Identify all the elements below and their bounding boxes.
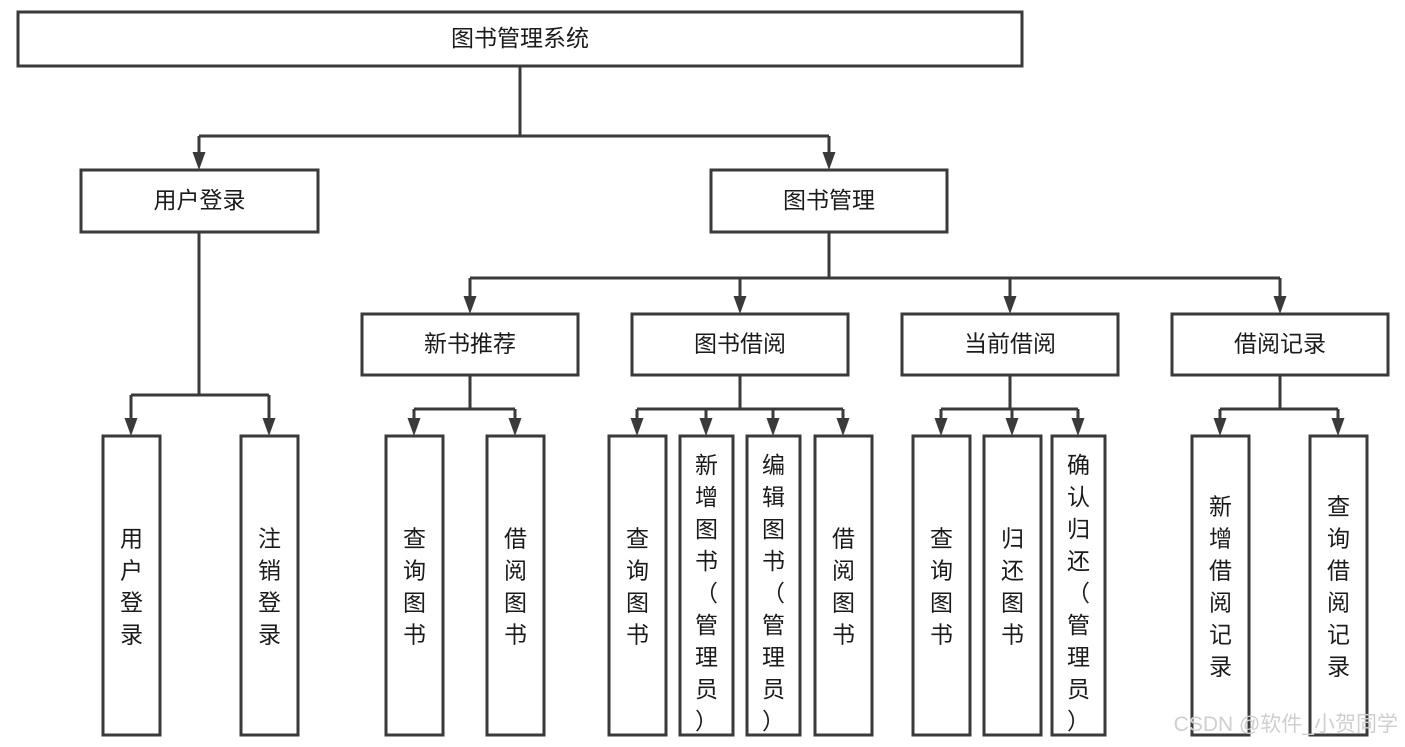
node-box-user-login <box>79 168 320 234</box>
node-new-book-recommend[interactable]: 新书推荐 <box>360 312 580 377</box>
node-box-leaf-return-book <box>982 434 1043 737</box>
node-label-book-borrow: 图书借阅 <box>694 331 786 357</box>
node-leaf-add-book-admin[interactable]: 新增图书（管理员） <box>678 434 735 737</box>
node-root[interactable]: 图书管理系统 <box>16 10 1024 68</box>
node-label-leaf-confirm-return-admin: 确认归还（管理员） <box>1067 452 1090 734</box>
node-label-user-login: 用户登录 <box>154 187 246 213</box>
node-box-leaf-user-login <box>101 434 162 737</box>
edge-group-new-book-recommend-children <box>407 375 522 436</box>
node-box-new-book-recommend <box>360 312 580 377</box>
edges-layer <box>124 66 1345 436</box>
node-box-book-manage <box>709 168 949 234</box>
node-box-leaf-query-borrow-record <box>1308 434 1369 737</box>
node-box-leaf-edit-book-admin <box>745 434 802 737</box>
node-box-borrow-record <box>1170 312 1390 377</box>
node-leaf-query-borrow-record[interactable]: 查询借阅记录 <box>1308 434 1369 737</box>
node-label-current-borrow: 当前借阅 <box>964 331 1056 357</box>
node-box-leaf-borrow-book-2 <box>813 434 874 737</box>
node-box-current-borrow <box>900 312 1120 377</box>
node-label-root: 图书管理系统 <box>451 25 589 51</box>
edge-group-book-manage-children <box>463 232 1287 314</box>
node-box-leaf-query-book-1 <box>384 434 445 737</box>
edge-group-book-borrow-children <box>630 375 850 436</box>
csdn-watermark: CSDN @软件_小贺同学 <box>1174 713 1398 736</box>
node-box-leaf-query-book-3 <box>911 434 972 737</box>
node-label-leaf-user-login: 用户登录 <box>120 525 143 647</box>
node-box-leaf-logout <box>239 434 300 737</box>
node-label-leaf-add-borrow-record: 新增借阅记录 <box>1209 493 1232 679</box>
node-label-new-book-recommend: 新书推荐 <box>424 331 516 357</box>
node-label-leaf-borrow-book-2: 借阅图书 <box>832 525 855 647</box>
nodes-layer: 图书管理系统用户登录图书管理新书推荐图书借阅当前借阅借阅记录用户登录注销登录查询… <box>16 10 1390 737</box>
node-box-root <box>16 10 1024 68</box>
edge-group-root-children <box>192 66 836 170</box>
edge-group-current-borrow-children <box>934 375 1085 436</box>
node-leaf-query-book-1[interactable]: 查询图书 <box>384 434 445 737</box>
node-label-borrow-record: 借阅记录 <box>1234 331 1326 357</box>
node-leaf-confirm-return-admin[interactable]: 确认归还（管理员） <box>1050 434 1107 737</box>
node-label-leaf-query-book-1: 查询图书 <box>403 525 426 647</box>
node-box-leaf-confirm-return-admin <box>1050 434 1107 737</box>
node-leaf-return-book[interactable]: 归还图书 <box>982 434 1043 737</box>
node-borrow-record[interactable]: 借阅记录 <box>1170 312 1390 377</box>
node-box-leaf-query-book-2 <box>607 434 668 737</box>
node-box-book-borrow <box>630 312 850 377</box>
node-label-leaf-query-book-3: 查询图书 <box>930 525 953 647</box>
node-label-leaf-add-book-admin: 新增图书（管理员） <box>695 452 718 734</box>
node-box-leaf-borrow-book-1 <box>485 434 546 737</box>
node-leaf-add-borrow-record[interactable]: 新增借阅记录 <box>1190 434 1251 737</box>
node-book-manage[interactable]: 图书管理 <box>709 168 949 234</box>
node-user-login[interactable]: 用户登录 <box>79 168 320 234</box>
node-leaf-user-login[interactable]: 用户登录 <box>101 434 162 737</box>
node-leaf-edit-book-admin[interactable]: 编辑图书（管理员） <box>745 434 802 737</box>
node-label-leaf-return-book: 归还图书 <box>1001 525 1024 647</box>
node-label-leaf-borrow-book-1: 借阅图书 <box>504 525 527 647</box>
node-current-borrow[interactable]: 当前借阅 <box>900 312 1120 377</box>
node-leaf-borrow-book-1[interactable]: 借阅图书 <box>485 434 546 737</box>
node-label-leaf-edit-book-admin: 编辑图书（管理员） <box>762 452 785 734</box>
node-box-leaf-add-borrow-record <box>1190 434 1251 737</box>
node-label-leaf-query-book-2: 查询图书 <box>626 525 649 647</box>
node-leaf-query-book-2[interactable]: 查询图书 <box>607 434 668 737</box>
node-label-leaf-query-borrow-record: 查询借阅记录 <box>1327 493 1350 679</box>
node-leaf-query-book-3[interactable]: 查询图书 <box>911 434 972 737</box>
edge-group-user-login-children <box>124 232 276 436</box>
node-leaf-borrow-book-2[interactable]: 借阅图书 <box>813 434 874 737</box>
node-label-book-manage: 图书管理 <box>783 187 875 213</box>
node-book-borrow[interactable]: 图书借阅 <box>630 312 850 377</box>
node-box-leaf-add-book-admin <box>678 434 735 737</box>
node-leaf-logout[interactable]: 注销登录 <box>239 434 300 737</box>
edge-group-borrow-record-children <box>1213 375 1345 436</box>
node-label-leaf-logout: 注销登录 <box>258 525 281 647</box>
